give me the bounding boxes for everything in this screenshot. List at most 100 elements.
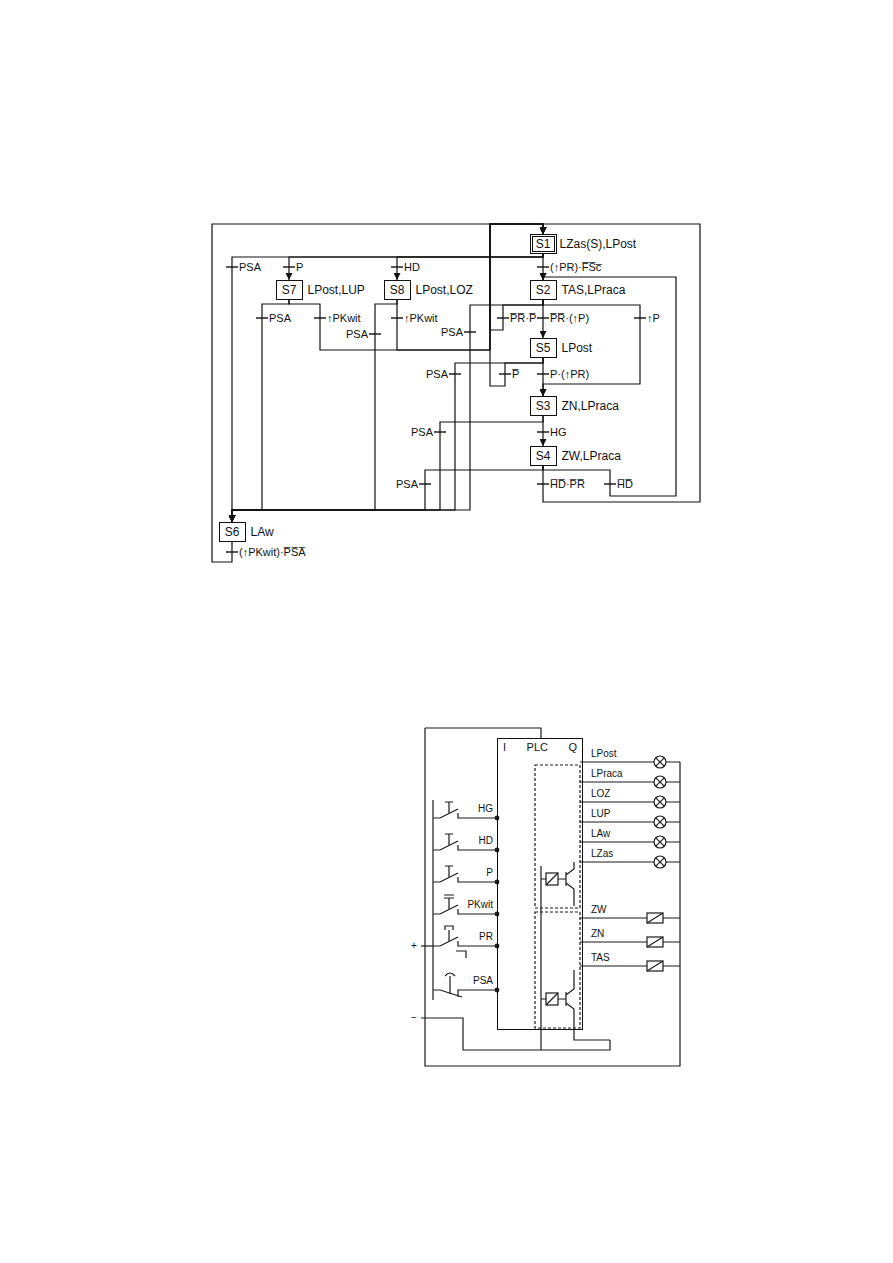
signal-label: ZN [590, 928, 605, 940]
transition-condition: PSA [425, 368, 449, 381]
valve-coil [580, 917, 680, 918]
transition-tick [419, 483, 431, 484]
input-switch [445, 834, 453, 845]
signal-label: TAS [590, 952, 611, 964]
transition-condition: H̅D̅·P̅R̅ [549, 478, 586, 491]
transition-tick [369, 333, 381, 334]
step-name: S6 [225, 525, 240, 539]
transition-tick [226, 266, 238, 267]
action-text: LAw [250, 525, 275, 539]
step-name: S7 [282, 283, 297, 297]
transition-tick [226, 551, 238, 552]
transition-tick [464, 331, 476, 332]
signal-label: PSA [472, 975, 494, 987]
transition-condition: P̅R̅·P̅ [509, 312, 537, 325]
transition-condition: (↑PR)·F̅S̅c̅ [549, 261, 602, 274]
step-name: S8 [390, 283, 405, 297]
valve-coil [647, 961, 663, 971]
transition-connector [542, 358, 543, 396]
input-switch [433, 990, 497, 997]
transition-condition: HD [403, 261, 421, 274]
transition-connector [397, 254, 543, 280]
transition-tick [537, 266, 549, 267]
step-box: S6LAw [219, 522, 246, 542]
transition-tick [537, 483, 549, 484]
output-module [541, 866, 546, 1030]
indicator-lamp [580, 821, 680, 822]
transition-condition: ↑P [646, 312, 661, 325]
input-switch [445, 802, 453, 813]
transition-connector [543, 277, 676, 496]
step-name: S3 [536, 399, 551, 413]
indicator-lamp [654, 856, 666, 868]
transition-condition: PSA [410, 426, 434, 439]
supply-wire [421, 728, 680, 1066]
transition-connector [543, 224, 700, 502]
signal-label: LPraca [590, 768, 624, 780]
action-text: LZas(S),LPost [559, 237, 638, 251]
input-switch [445, 866, 453, 877]
indicator-lamp [580, 861, 680, 862]
indicator-lamp [656, 858, 664, 866]
transition-tick [391, 266, 403, 267]
transition-connector [543, 300, 640, 396]
plc-label: PLC [527, 740, 548, 754]
transition-tick [391, 317, 403, 318]
transition-condition: PSA [238, 261, 262, 274]
plc-header: I PLC Q [498, 739, 582, 755]
output-module [546, 873, 558, 885]
transition-condition: ↑PKwit [326, 312, 362, 325]
signal-label: − [410, 1012, 418, 1024]
transition-tick [497, 317, 509, 318]
step-box: S2TAS,LPraca [530, 280, 557, 300]
transition-tick [604, 483, 616, 484]
supply-wire [425, 728, 680, 1066]
supply-wire [432, 800, 433, 1000]
valve-coil [647, 961, 663, 971]
transition-tick [537, 373, 549, 374]
valve-coil [580, 965, 680, 966]
indicator-lamp [656, 778, 664, 786]
indicator-lamp [656, 758, 664, 766]
signal-label: + [410, 940, 418, 952]
indicator-lamp [654, 816, 666, 828]
transition-condition: ↑PKwit [403, 312, 439, 325]
step-name: S1 [536, 237, 551, 251]
transition-tick [537, 317, 549, 318]
action-text: TAS,LPraca [561, 283, 627, 297]
transition-tick [499, 373, 511, 374]
transition-connector [232, 300, 289, 522]
plc-label: I [503, 740, 506, 754]
transition-tick [314, 317, 326, 318]
connector-group [212, 224, 700, 562]
indicator-lamp [580, 756, 680, 868]
transition-tick [434, 431, 446, 432]
action-text: LPost,LOZ [415, 283, 474, 297]
supply-wire [421, 945, 433, 946]
indicator-lamp [656, 818, 664, 826]
step-box: S8LPost,LOZ [384, 280, 411, 300]
transition-condition: PSA [345, 328, 369, 341]
step-name: S4 [536, 449, 551, 463]
indicator-lamp [656, 798, 664, 806]
step-box: S3ZN,LPraca [530, 396, 557, 416]
signal-label: HD [478, 835, 494, 847]
transition-tick [283, 266, 295, 267]
tick-group [226, 267, 646, 552]
transition-condition: P·(↑PR) [549, 368, 590, 381]
transition-connector [232, 416, 543, 522]
transition-connector [542, 300, 543, 338]
plc-box: I PLC Q [497, 738, 583, 1030]
output-module [558, 862, 574, 906]
signal-label: ZW [590, 904, 608, 916]
signal-label: PR [478, 931, 494, 943]
step-box: S7LPost,LUP [276, 280, 303, 300]
output-module [535, 912, 580, 1028]
transition-tick [256, 317, 268, 318]
output-module [546, 993, 558, 1005]
plc-label: Q [568, 740, 577, 754]
signal-label: LOZ [590, 788, 611, 800]
